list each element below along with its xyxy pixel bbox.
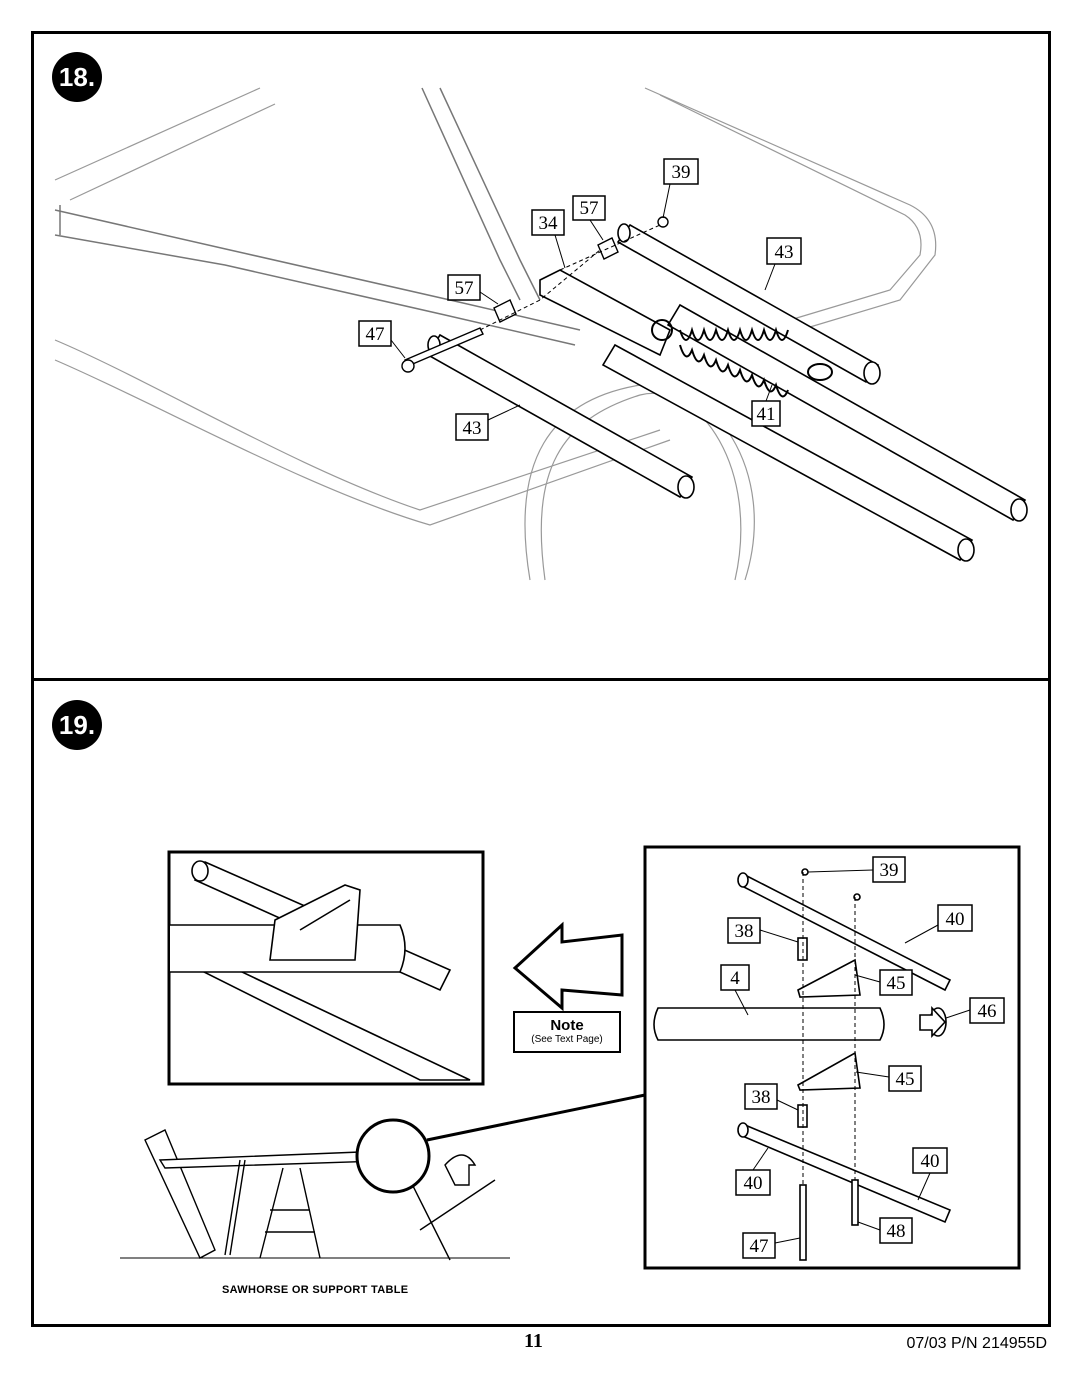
svg-text:4: 4 (730, 968, 740, 989)
svg-text:43: 43 (775, 242, 794, 263)
svg-text:47: 47 (366, 324, 385, 345)
svg-text:39: 39 (880, 860, 899, 881)
callout-40-a: 40 (904, 904, 973, 944)
zoom-leader-line (426, 1093, 646, 1142)
note-subtitle: (See Text Page) (531, 1034, 603, 1045)
exploded-detail: 39 40 38 4 45 46 45 (643, 845, 1021, 1270)
callout-46: 46 (945, 997, 1005, 1024)
document-id: 07/03 P/N 214955D (906, 1335, 1047, 1352)
callout-4: 4 (720, 964, 750, 1016)
svg-text:38: 38 (735, 921, 754, 942)
callout-38-b: 38 (744, 1083, 799, 1111)
hardware-parts (401, 216, 669, 373)
callout-38-a: 38 (727, 917, 799, 944)
long-tube-right (666, 303, 1028, 522)
sawhorse-scene (120, 1118, 510, 1261)
callout-39-b: 39 (807, 856, 906, 883)
callout-39-a: 39 (662, 158, 699, 219)
upper-tube-43 (616, 223, 881, 385)
page-number: 11 (524, 1330, 543, 1352)
spring-41 (651, 319, 833, 398)
svg-text:48: 48 (887, 1221, 906, 1242)
callout-47-a: 47 (358, 320, 406, 359)
callout-41: 41 (751, 384, 781, 427)
callout-43-b: 43 (455, 404, 521, 441)
svg-text:41: 41 (757, 404, 776, 425)
step-19-badge: 19. (52, 700, 102, 750)
svg-text:38: 38 (752, 1087, 771, 1108)
callout-47-b: 47 (742, 1232, 801, 1259)
svg-text:39: 39 (672, 162, 691, 183)
svg-text:40: 40 (744, 1173, 763, 1194)
bracket-34 (539, 269, 672, 357)
callout-57-b: 57 (447, 274, 499, 305)
svg-text:46: 46 (978, 1001, 997, 1022)
svg-text:43: 43 (463, 418, 482, 439)
svg-text:57: 57 (580, 198, 599, 219)
step-18-badge: 18. (52, 52, 102, 102)
svg-text:57: 57 (455, 278, 474, 299)
sawhorse-caption: SAWHORSE OR SUPPORT TABLE (222, 1284, 409, 1296)
callout-45-a: 45 (854, 969, 913, 996)
step-18-panel (31, 31, 1051, 681)
long-tube-middle (601, 343, 975, 562)
svg-text:45: 45 (896, 1069, 915, 1090)
direction-arrow (512, 921, 624, 1012)
dashed-assembly-lines (479, 224, 661, 331)
svg-text:34: 34 (539, 213, 559, 234)
svg-text:40: 40 (946, 909, 965, 930)
svg-text:40: 40 (921, 1151, 940, 1172)
callout-57-a: 57 (572, 195, 606, 241)
note-title: Note (550, 1017, 584, 1034)
svg-text:47: 47 (750, 1236, 769, 1257)
callout-45-b: 45 (855, 1065, 922, 1092)
svg-text:45: 45 (887, 973, 906, 994)
callout-40-b: 40 (912, 1147, 948, 1201)
note-box: Note (See Text Page) (513, 1011, 621, 1053)
callout-48: 48 (857, 1217, 913, 1244)
trampoline-frame-outline (54, 87, 937, 581)
callout-34: 34 (531, 209, 566, 269)
inset-closeup (167, 850, 485, 1086)
callout-40-c: 40 (735, 1147, 771, 1196)
callout-43-a: 43 (764, 237, 802, 291)
